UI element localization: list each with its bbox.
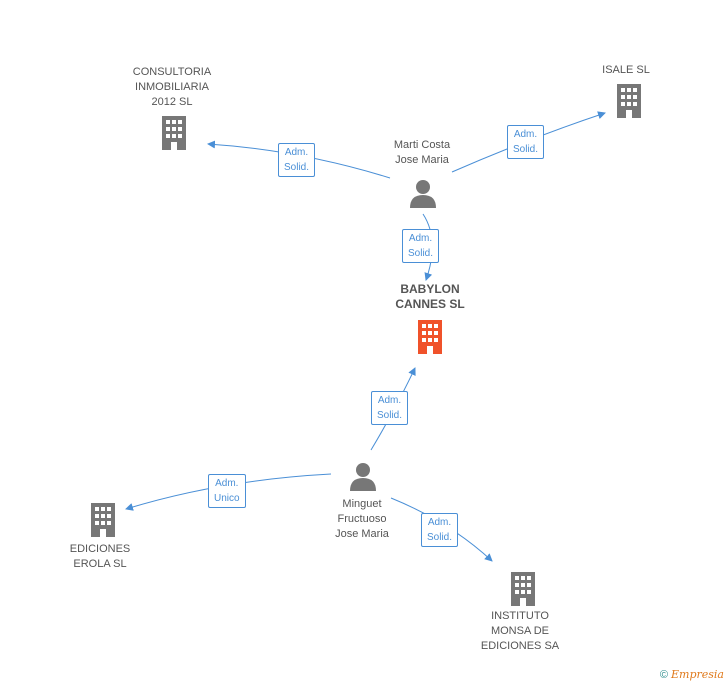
building-icon-highlight (418, 320, 442, 354)
edge-label-minguet-babylon: Adm. Solid. (371, 391, 409, 425)
node-label-isale[interactable]: ISALE SL (602, 64, 650, 76)
edge-label-line1: Adm. (284, 147, 309, 158)
edge-label-line2: Solid. (377, 410, 403, 421)
edge-label-minguet-erola: Adm. Unico (208, 474, 246, 508)
edge-label-line2: Solid. (284, 162, 310, 173)
brand-name: Empresia (671, 668, 724, 681)
edge-label-line1: Adm. (513, 129, 538, 140)
node-label-babylon[interactable]: BABYLON CANNES SL (395, 282, 465, 311)
building-icon (511, 572, 535, 606)
edge-label-line2: Solid. (427, 532, 453, 543)
edge-label-minguet-instituto: Adm. Solid. (421, 513, 459, 547)
edge-label-line1: Adm. (408, 233, 433, 244)
building-icon (162, 116, 186, 150)
edge-label-line1: Adm. (215, 478, 239, 489)
node-label-marti[interactable]: Marti Costa Jose Maria (393, 139, 451, 166)
edge-label-marti-babylon: Adm. Solid. (402, 229, 440, 263)
edge-label-marti-isale: Adm. Solid. (507, 125, 545, 159)
node-label-minguet[interactable]: Minguet Fructuoso Jose Maria (335, 498, 389, 540)
person-icon (350, 463, 376, 491)
edge-label-line2: Solid. (408, 248, 434, 259)
node-label-ediciones-erola[interactable]: EDICIONES EROLA SL (69, 543, 131, 570)
edge-label-line2: Unico (214, 493, 240, 504)
edge-label-line1: Adm. (377, 395, 402, 406)
footer-brand[interactable]: © Empresia (660, 668, 724, 681)
building-icon (91, 503, 115, 537)
edge-label-marti-consultoria: Adm. Solid. (278, 143, 316, 177)
person-icon (410, 180, 436, 208)
node-label-instituto[interactable]: INSTITUTO MONSA DE EDICIONES SA (480, 610, 560, 652)
copyright-icon: © (659, 669, 668, 681)
edge-label-line1: Adm. (427, 517, 452, 528)
node-label-consultoria[interactable]: CONSULTORIA INMOBILIARIA 2012 SL (132, 66, 212, 108)
edge-label-line2: Solid. (513, 144, 539, 155)
building-icon (617, 84, 641, 118)
